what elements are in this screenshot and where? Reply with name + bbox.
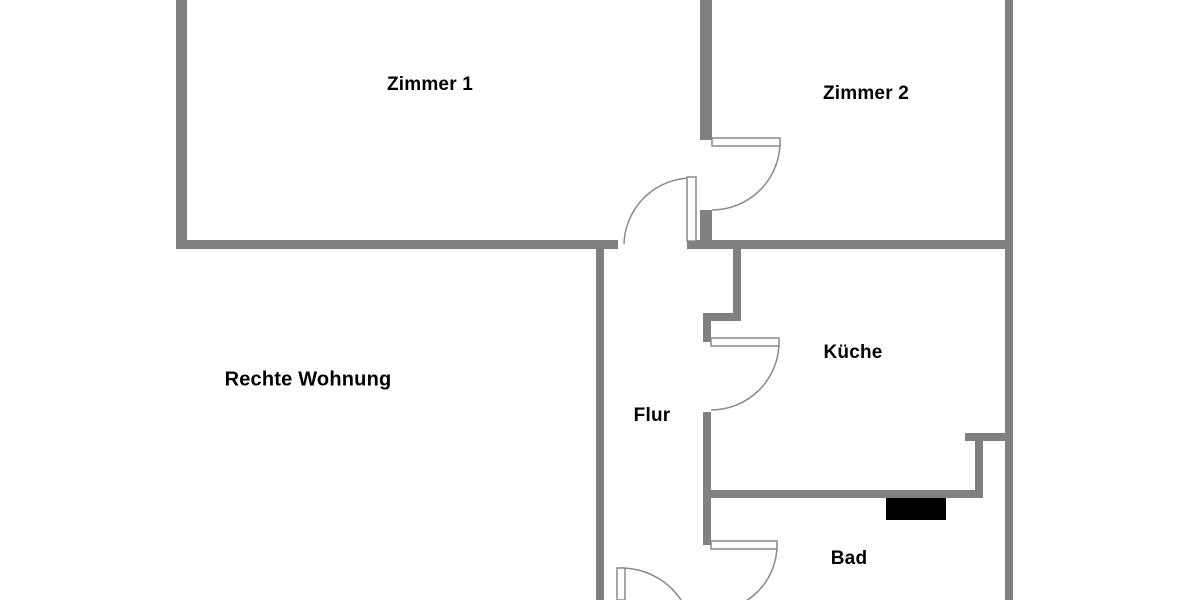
door-leaf-bad [710, 540, 778, 550]
wall-kueche-jog-horizontal [703, 313, 741, 321]
wall-flur-kueche-upper [703, 321, 711, 342]
door-leaf-kueche [710, 337, 780, 347]
wall-flur-kueche-lower [703, 412, 711, 545]
wall-shaft-top [965, 433, 1013, 441]
wall-zimmer-divider-bottom [700, 210, 712, 249]
wall-outer-right [1005, 0, 1013, 600]
door-arc-kueche [710, 341, 780, 411]
room-label-zimmer2: Zimmer 2 [822, 83, 910, 104]
door-arc-zimmer1 [623, 177, 693, 245]
door-arc-bad [746, 544, 778, 600]
wall-bad-top [703, 490, 983, 498]
door-leaf-zimmer2 [711, 137, 781, 147]
wall-kueche-jog-vertical [733, 249, 741, 321]
door-arc-zimmer2 [711, 141, 781, 211]
wall-zimmer-divider-top [700, 0, 712, 140]
wall-flur-left [596, 249, 604, 600]
apartment-label: Rechte Wohnung [224, 368, 392, 391]
room-label-bad: Bad [830, 548, 868, 569]
door-leaf-zimmer1 [686, 176, 697, 242]
door-leaf-entrance [616, 567, 626, 600]
room-label-flur: Flur [633, 405, 671, 426]
chimney-shaft-block [886, 498, 946, 520]
wall-zimmer1-bottom-right [687, 240, 712, 249]
room-label-kueche: Küche [823, 342, 883, 363]
wall-shaft-left [975, 437, 983, 498]
door-arc-entrance [620, 567, 682, 600]
wall-zimmer1-left [176, 0, 187, 249]
wall-zimmer1-bottom [176, 240, 618, 249]
room-label-zimmer1: Zimmer 1 [386, 74, 474, 95]
wall-kueche-top [712, 240, 1013, 249]
